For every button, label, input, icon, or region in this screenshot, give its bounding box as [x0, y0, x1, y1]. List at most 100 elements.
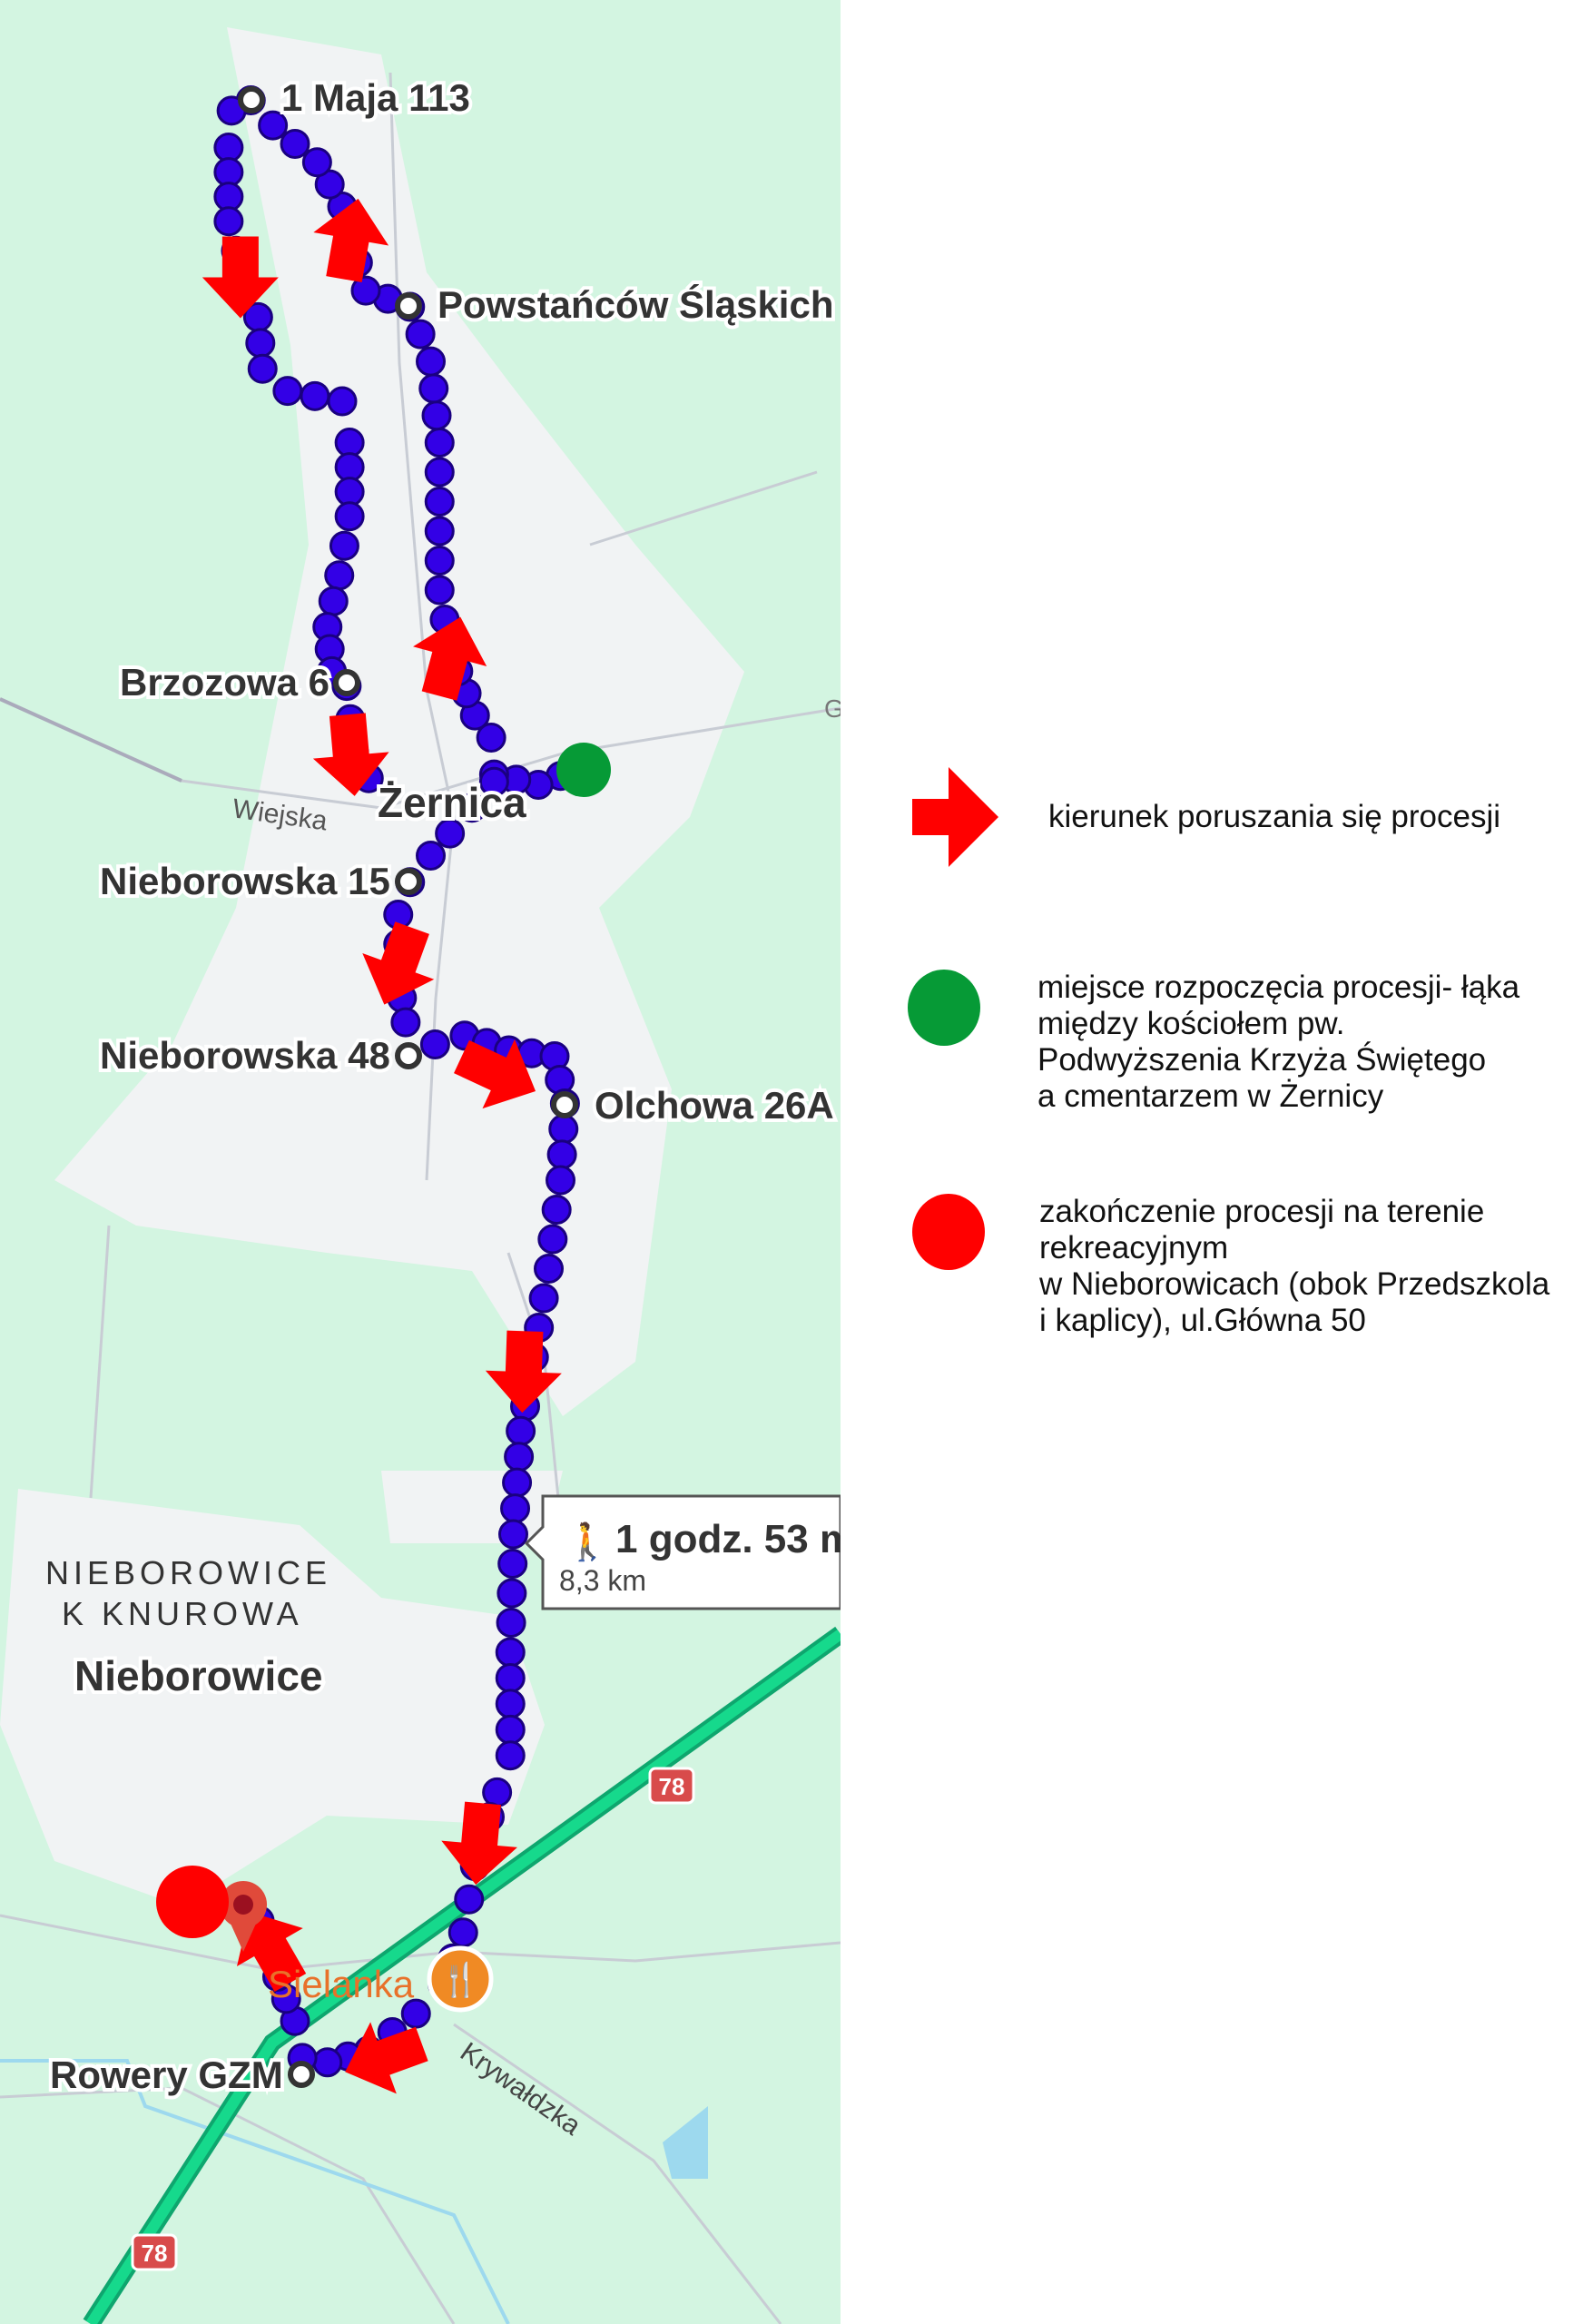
legend-start: miejsce rozpoczęcia procesji- łąka międz…	[908, 970, 1519, 1115]
route-dot	[416, 346, 446, 377]
direction-arrow-icon	[313, 198, 389, 283]
route-dot	[405, 319, 436, 350]
route-dot	[495, 1740, 526, 1771]
route-duration: 1 godz. 53 m	[615, 1517, 841, 1561]
green-circle-icon	[908, 970, 980, 1046]
label-zernica: Żernica	[378, 779, 526, 826]
legend-end-text: zakończenie procesji na terenie rekreacy…	[1039, 1194, 1550, 1338]
label-nieborowska-48: Nieborowska 48	[100, 1034, 390, 1077]
route-dot	[495, 1689, 526, 1719]
direction-arrow-icon	[202, 236, 279, 319]
legend-end: zakończenie procesji na terenie rekreacy…	[908, 1194, 1549, 1339]
label-nieborowice: Nieborowice	[74, 1652, 323, 1699]
route-dot	[495, 1662, 526, 1693]
route-dot	[424, 516, 455, 547]
route-dot	[334, 501, 365, 532]
route-dot	[435, 818, 466, 849]
route-map[interactable]: 78 78 1 Maja 113 Powstańców Śląskich Brz…	[0, 0, 841, 2324]
route-dot	[312, 2047, 343, 2078]
route-dot	[500, 1493, 531, 1524]
route-dot	[546, 1139, 577, 1170]
route-dot	[350, 275, 381, 306]
route-dot	[324, 560, 355, 591]
route-dot	[502, 1467, 533, 1498]
route-dot	[213, 182, 244, 212]
direction-arrow-icon	[345, 2022, 428, 2094]
direction-arrow-icon	[413, 616, 487, 701]
route-dot	[424, 575, 455, 606]
label-nieborowska-15: Nieborowska 15	[100, 860, 390, 902]
route-dot	[416, 841, 446, 871]
route-dot	[537, 1224, 568, 1255]
route-dot	[327, 386, 358, 417]
route-dot	[213, 206, 244, 237]
route-dot	[245, 328, 276, 359]
route-dot	[247, 353, 278, 384]
route-dot	[213, 133, 244, 162]
route-dot	[390, 1007, 421, 1038]
route-dot	[548, 1114, 579, 1145]
direction-arrow-icon	[237, 1912, 307, 1992]
route-dot	[506, 1415, 536, 1446]
label-powstancow: Powstańców Śląskich	[438, 282, 834, 326]
route-dot	[541, 1195, 572, 1225]
route-info-callout[interactable]: 🚶 1 godz. 53 m 8,3 km	[524, 1494, 841, 1610]
destination-pin-icon[interactable]	[220, 1881, 268, 1952]
route-dot	[400, 1998, 431, 2029]
route-dot	[498, 1519, 528, 1550]
start-marker	[556, 743, 611, 797]
label-olchowa: Olchowa 26A	[595, 1084, 834, 1127]
route-dot	[495, 1714, 526, 1745]
route-dot	[482, 1777, 513, 1807]
red-arrow-icon	[912, 767, 998, 867]
label-nieborowice-k-knurowa-2: K KNUROWA	[62, 1595, 303, 1632]
waypoint-markers	[238, 86, 578, 2088]
route-dot	[546, 1165, 575, 1196]
route-dot	[497, 1549, 528, 1579]
route-dot	[534, 1254, 564, 1284]
direction-arrow-icon	[312, 713, 389, 796]
route-dot	[504, 1442, 535, 1472]
route-dot	[419, 1029, 450, 1059]
route-dot	[497, 1578, 527, 1609]
direction-arrow-icon	[454, 1039, 536, 1109]
road-shield-78-lower: 78	[131, 2233, 178, 2271]
route-dot	[329, 530, 359, 561]
route-dot	[272, 376, 303, 407]
route-dot	[258, 110, 289, 141]
route-dot	[334, 452, 365, 483]
route-dot	[314, 169, 345, 200]
end-marker	[156, 1866, 229, 1938]
route-dot	[418, 373, 449, 404]
svg-text:78: 78	[659, 1773, 685, 1800]
road-shield-78: 78	[648, 1767, 695, 1805]
route-dot	[280, 128, 310, 159]
stream	[0, 2059, 510, 2324]
route-dot	[301, 147, 332, 178]
label-brzozowa: Brzozowa 6	[120, 661, 329, 704]
legend-direction: kierunek poruszania się procesji	[908, 767, 1500, 867]
route-dot	[476, 723, 506, 753]
route-dot	[447, 1917, 478, 1948]
route-dot	[528, 1283, 559, 1314]
route-dot	[300, 380, 330, 411]
legend-direction-text: kierunek poruszania się procesji	[1048, 799, 1501, 834]
route-dot	[424, 457, 455, 487]
route-dot	[334, 428, 365, 458]
direction-arrow-icon	[441, 1801, 517, 1886]
rail-line	[0, 697, 182, 783]
route-dot	[454, 1884, 485, 1915]
red-circle-icon	[912, 1194, 985, 1270]
route-dot	[424, 546, 455, 576]
direction-arrow-icon	[485, 1330, 562, 1413]
route-distance: 8,3 km	[559, 1564, 646, 1597]
route-dot	[421, 400, 452, 431]
route-dot	[424, 428, 455, 458]
route-dot	[334, 477, 365, 507]
restaurant-pin-icon[interactable]: 🍴	[427, 1945, 494, 2013]
route-dot	[424, 487, 455, 517]
route-dot	[495, 1637, 526, 1668]
route-dot	[318, 586, 349, 616]
route-dot	[496, 1608, 526, 1638]
svg-text:🍴: 🍴	[440, 1961, 481, 1999]
